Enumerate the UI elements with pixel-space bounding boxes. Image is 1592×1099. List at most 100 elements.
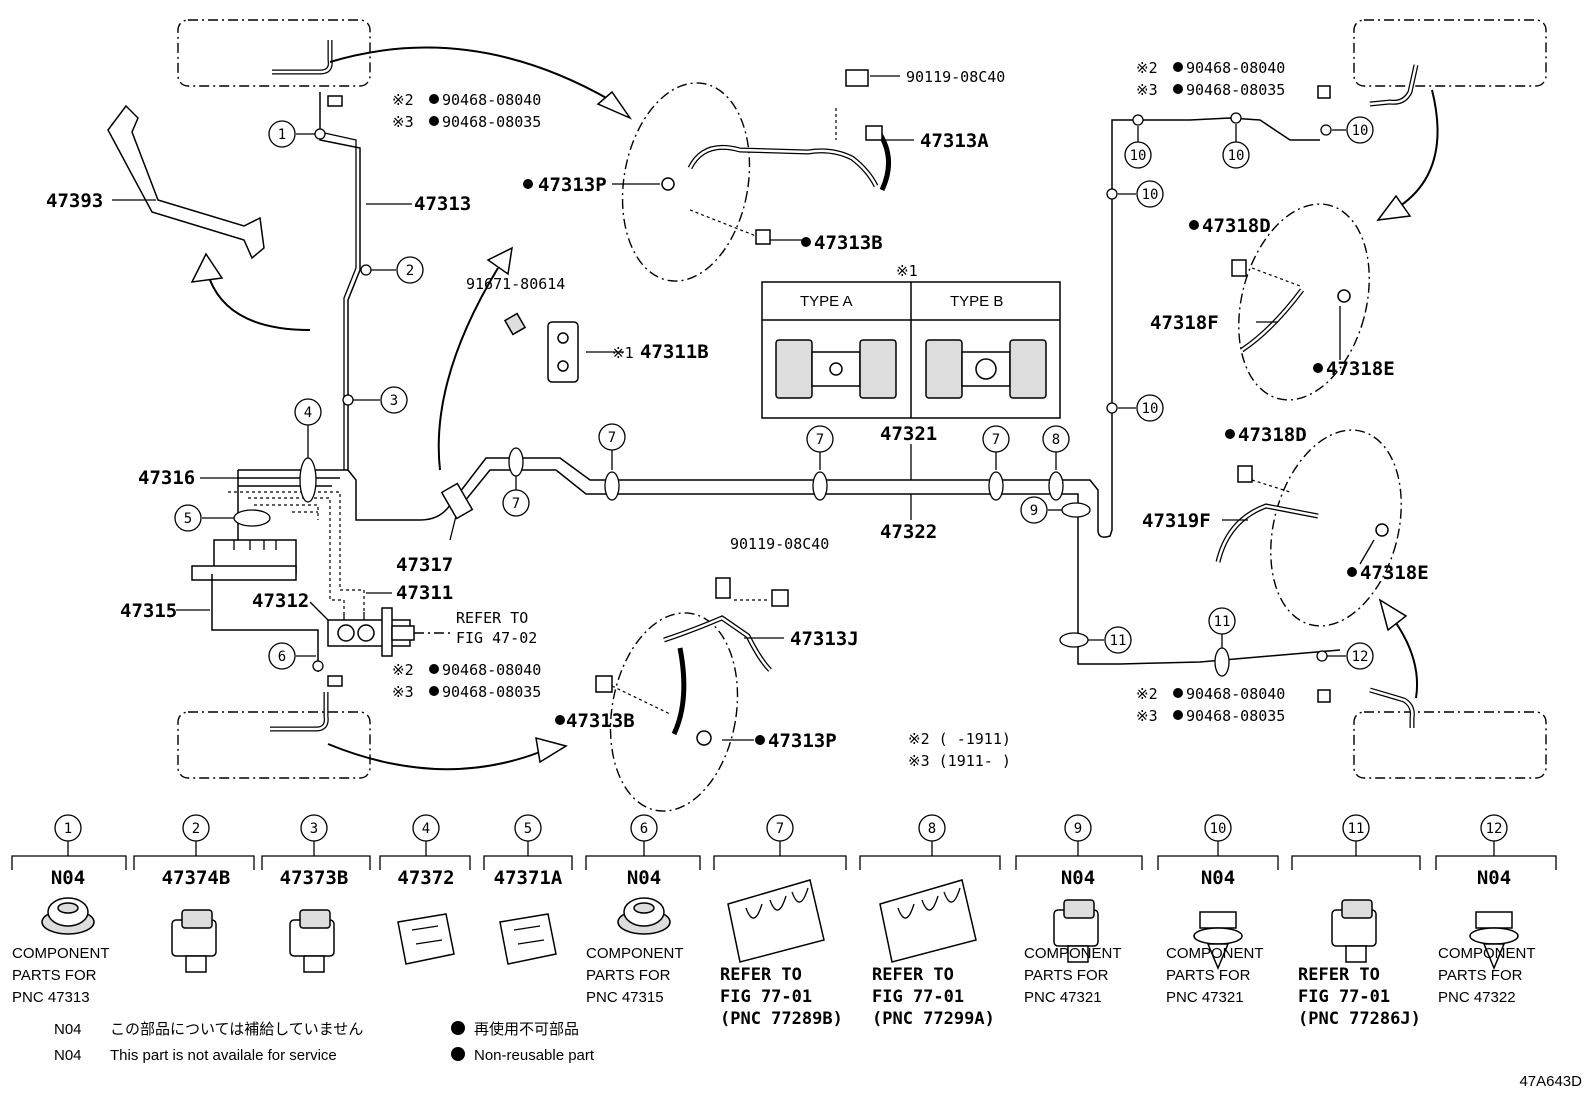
label-90119-bot: 90119-08C40 bbox=[730, 535, 829, 553]
label-47313b-bot: 47313B bbox=[566, 710, 635, 732]
legend-description: COMPONENT bbox=[12, 945, 110, 962]
label-47317: 47317 bbox=[396, 554, 453, 576]
label-47312: 47312 bbox=[252, 590, 309, 612]
svg-text:※2: ※2 bbox=[1136, 685, 1158, 703]
svg-text:※3: ※3 bbox=[1136, 707, 1158, 725]
legend-description: PARTS FOR bbox=[1024, 967, 1109, 984]
clip-note-rr: ※2 90468-08040 ※3 90468-08035 bbox=[1136, 685, 1285, 725]
legend-item-5: 5 47371A bbox=[483, 814, 573, 965]
legend-description: COMPONENT bbox=[1024, 945, 1122, 962]
figure-code: 47A643D bbox=[1519, 1073, 1582, 1090]
svg-text:9: 9 bbox=[1030, 503, 1038, 519]
callout-7a: 7 bbox=[502, 447, 530, 517]
legend-number: 8 bbox=[928, 821, 936, 837]
label-47311b: 47311B bbox=[640, 341, 709, 363]
legend-description: PARTS FOR bbox=[586, 967, 671, 984]
label-47313: 47313 bbox=[414, 193, 471, 215]
label-91671: 91671-80614 bbox=[466, 275, 565, 293]
label-note1: ※1 bbox=[896, 262, 918, 280]
legend-description: PARTS FOR bbox=[12, 967, 97, 984]
legend-description: PNC 47315 bbox=[586, 989, 664, 1006]
svg-text:90468-08040: 90468-08040 bbox=[1186, 59, 1285, 77]
svg-text:※2: ※2 bbox=[392, 91, 414, 109]
legend-description: REFER TO bbox=[872, 965, 954, 985]
legend-description: FIG 77-01 bbox=[872, 987, 964, 1007]
front-right-wheel-area bbox=[1353, 19, 1547, 87]
nonreusable-mark bbox=[755, 735, 765, 745]
footer-n04-en-text: This part is not availale for service bbox=[110, 1047, 337, 1064]
svg-text:10: 10 bbox=[1130, 148, 1147, 164]
svg-text:7: 7 bbox=[608, 430, 616, 446]
label-47318e-a: 47318E bbox=[1326, 358, 1395, 380]
svg-text:10: 10 bbox=[1352, 123, 1369, 139]
legend-part-code: 47372 bbox=[397, 867, 454, 889]
legend-item-3: 3 47373B bbox=[261, 814, 371, 973]
svg-text:※2: ※2 bbox=[392, 661, 414, 679]
nonreusable-mark bbox=[523, 179, 533, 189]
legend-number: 6 bbox=[640, 821, 648, 837]
callout-5: 5 bbox=[174, 504, 271, 532]
legend-description: PNC 47322 bbox=[1438, 989, 1516, 1006]
label-47316: 47316 bbox=[138, 467, 195, 489]
callout-10b: 10 bbox=[1222, 112, 1250, 169]
footer-bullet-jp: 再使用不可部品 bbox=[474, 1021, 579, 1038]
svg-text:※3: ※3 bbox=[392, 113, 414, 131]
label-47318d-a: 47318D bbox=[1202, 215, 1271, 237]
svg-text:90468-08035: 90468-08035 bbox=[1186, 707, 1285, 725]
legend-number: 12 bbox=[1486, 821, 1503, 837]
svg-text:3: 3 bbox=[390, 393, 398, 409]
legend-description: (PNC 77289B) bbox=[720, 1009, 843, 1029]
legend-number: 2 bbox=[192, 821, 200, 837]
note-2: ※2 ( -1911) bbox=[908, 730, 1011, 748]
callout-10c: 10 bbox=[1320, 116, 1374, 144]
legend-description: REFER TO bbox=[1298, 965, 1380, 985]
legend-description: PNC 47313 bbox=[12, 989, 90, 1006]
label-47313p-bot: 47313P bbox=[768, 730, 837, 752]
svg-text:10: 10 bbox=[1142, 187, 1159, 203]
callout-10a: 10 bbox=[1124, 114, 1152, 169]
callout-4: 4 bbox=[294, 398, 322, 503]
legend-part-code: 47371A bbox=[494, 867, 563, 889]
svg-text:12: 12 bbox=[1352, 649, 1369, 665]
callout-7d: 7 bbox=[982, 425, 1010, 501]
legend-part-code: N04 bbox=[1477, 867, 1511, 889]
legend-number: 4 bbox=[422, 821, 430, 837]
nonreusable-mark bbox=[1225, 429, 1235, 439]
callout-11b: 11 bbox=[1208, 607, 1236, 677]
legend-description: PARTS FOR bbox=[1438, 967, 1523, 984]
legend-part-code: N04 bbox=[1201, 867, 1235, 889]
svg-text:1: 1 bbox=[278, 127, 286, 143]
label-47313j: 47313J bbox=[790, 628, 859, 650]
svg-text:10: 10 bbox=[1228, 148, 1245, 164]
svg-text:11: 11 bbox=[1110, 633, 1127, 649]
label-47319f: 47319F bbox=[1142, 510, 1211, 532]
legend-part-code: N04 bbox=[51, 867, 85, 889]
label-type-a: TYPE A bbox=[800, 293, 853, 310]
legend-part-code: 47373B bbox=[280, 867, 349, 889]
nonreusable-mark bbox=[1189, 220, 1199, 230]
svg-text:90468-08040: 90468-08040 bbox=[1186, 685, 1285, 703]
svg-text:7: 7 bbox=[992, 432, 1000, 448]
legend-number: 3 bbox=[310, 821, 318, 837]
label-47318e-b: 47318E bbox=[1360, 562, 1429, 584]
legend-part-code: 47374B bbox=[162, 867, 231, 889]
legend-description: PNC 47321 bbox=[1166, 989, 1244, 1006]
legend-number: 5 bbox=[524, 821, 532, 837]
legend-number: 11 bbox=[1348, 821, 1365, 837]
label-type-b: TYPE B bbox=[950, 293, 1003, 310]
label-note1-prefix: ※1 bbox=[612, 344, 634, 362]
callout-12: 12 bbox=[1316, 642, 1374, 670]
callout-2: 2 bbox=[360, 256, 424, 284]
svg-text:5: 5 bbox=[184, 511, 192, 527]
legend-description: REFER TO bbox=[720, 965, 802, 985]
nonreusable-bullet-icon bbox=[451, 1021, 465, 1035]
svg-text:90468-08035: 90468-08035 bbox=[442, 113, 541, 131]
